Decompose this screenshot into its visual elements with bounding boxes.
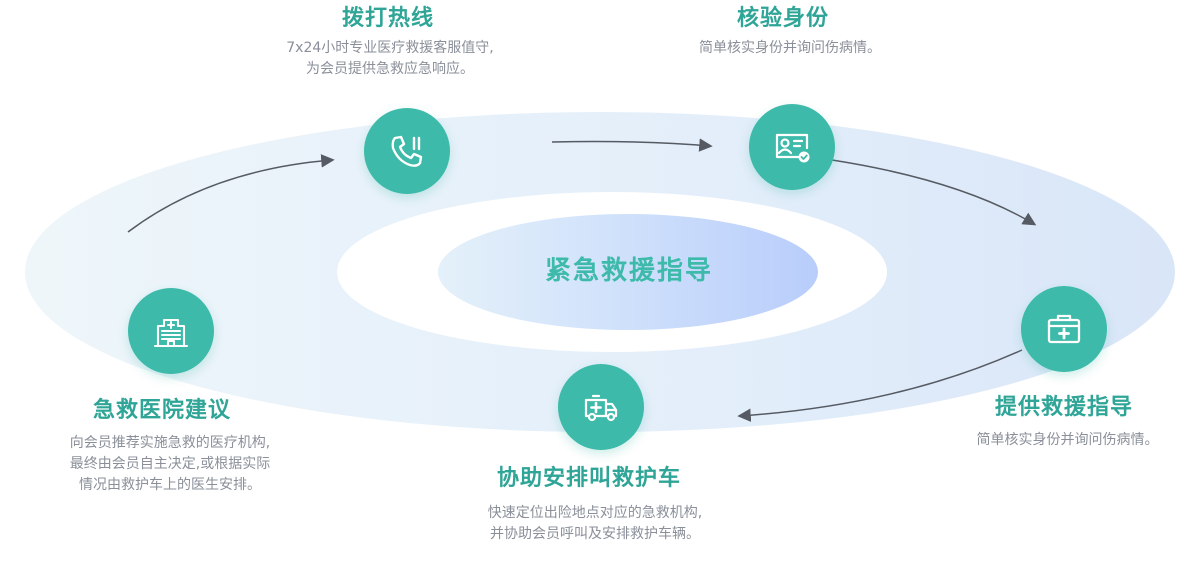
- ambulance-node: [558, 364, 644, 450]
- phone-icon: [391, 135, 423, 167]
- inner-ring: [438, 214, 818, 330]
- call-desc-line: 7x24小时专业医疗救援客服值守,: [286, 40, 494, 56]
- ambulance-description: 快速定位出险地点对应的急救机构, 并协助会员呼叫及安排救护车辆。: [440, 503, 750, 545]
- arrow-guide-to-ambulance: [737, 349, 1023, 422]
- arrow-verify-to-guide: [831, 159, 1037, 226]
- verify-description: 简单核实身份并询问伤病情。: [640, 38, 940, 59]
- arrow-hospital-to-call: [127, 154, 335, 233]
- ambulance-desc-line: 快速定位出险地点对应的急救机构,: [487, 505, 703, 521]
- hospital-node: [128, 288, 214, 374]
- verify-node: [749, 104, 835, 190]
- verify-title: 核验身份: [737, 6, 830, 31]
- arrow-call-to-verify: [551, 138, 713, 152]
- ambulance-icon: [584, 394, 618, 422]
- hospital-icon: [153, 318, 189, 348]
- call-description: 7x24小时专业医疗救援客服值守, 为会员提供急救应急响应。: [240, 38, 540, 80]
- center-label: 紧急救援指导: [544, 256, 713, 286]
- guide-title: 提供救援指导: [995, 395, 1134, 420]
- id-card-icon: [775, 133, 810, 163]
- hospital-desc-line: 情况由救护车上的医生安排。: [79, 477, 261, 493]
- hospital-description: 向会员推荐实施急救的医疗机构, 最终由会员自主决定,或根据实际 情况由救护车上的…: [20, 433, 320, 496]
- guide-desc-line: 简单核实身份并询问伤病情。: [976, 432, 1159, 448]
- call-node: [364, 108, 450, 194]
- guide-description: 简单核实身份并询问伤病情。: [940, 430, 1195, 451]
- first-aid-kit-icon: [1047, 314, 1081, 344]
- call-desc-line: 为会员提供急救应急响应。: [306, 61, 474, 77]
- hospital-desc-line: 最终由会员自主决定,或根据实际: [69, 456, 271, 472]
- hospital-desc-line: 向会员推荐实施急救的医疗机构,: [69, 435, 271, 451]
- verify-desc-line: 简单核实身份并询问伤病情。: [699, 40, 881, 56]
- guide-node: [1021, 286, 1107, 372]
- hospital-title: 急救医院建议: [93, 398, 232, 423]
- ambulance-title: 协助安排叫救护车: [497, 466, 682, 491]
- ambulance-desc-line: 并协助会员呼叫及安排救护车辆。: [490, 526, 700, 542]
- call-title: 拨打热线: [342, 6, 435, 31]
